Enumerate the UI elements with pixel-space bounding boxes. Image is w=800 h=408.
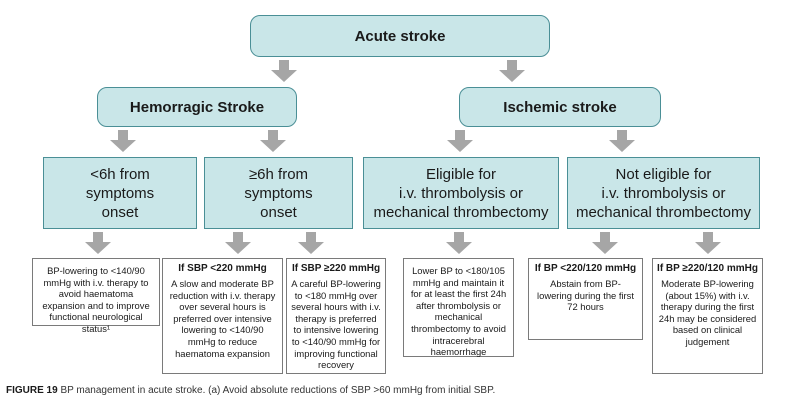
node-ge6h: ≥6h from symptoms onset: [204, 157, 353, 229]
node-not-eligible-line1: Not eligible for: [615, 165, 712, 183]
node-eligible: Eligible for i.v. thrombolysis or mechan…: [363, 157, 559, 229]
arrow-root-ischemic: [499, 60, 525, 82]
node-lt6h-line2: symptoms: [85, 184, 155, 202]
arrow-lt6-l1: [85, 232, 111, 254]
figure-number: FIGURE 19: [6, 385, 58, 396]
arrow-eligible-l4: [446, 232, 472, 254]
arrow-root-hemorrhagic: [271, 60, 297, 82]
leaf-sbp-ge220: If SBP ≥220 mmHg A careful BP-lowering t…: [286, 258, 386, 374]
leaf-sbp-ge220-head: If SBP ≥220 mmHg: [291, 263, 381, 274]
leaf-bp-ge220-120-text: Moderate BP-lowering (about 15%) with i.…: [658, 278, 757, 347]
node-not-eligible-line2: i.v. thrombolysis or: [601, 184, 726, 202]
node-ge6h-line1: ≥6h from: [248, 165, 309, 183]
node-not-eligible-line3: mechanical thrombectomy: [575, 203, 752, 221]
leaf-lt6h-recommendation: BP-lowering to <140/90 mmHg with i.v. th…: [32, 258, 160, 334]
arrow-ge6-l3: [298, 232, 324, 254]
node-eligible-line2: i.v. thrombolysis or: [399, 184, 523, 202]
arrow-ge6-l2: [225, 232, 251, 254]
leaf-bp-ge220-120-head: If BP ≥220/120 mmHg: [657, 263, 758, 274]
node-ischemic-stroke: Ischemic stroke: [459, 87, 661, 127]
node-ischemic-label: Ischemic stroke: [503, 98, 617, 116]
node-eligible-line3: mechanical thrombectomy: [373, 203, 549, 221]
node-lt6h-line3: onset: [101, 203, 139, 221]
node-acute-stroke-label: Acute stroke: [354, 27, 446, 45]
node-lt6h: <6h from symptoms onset: [43, 157, 197, 229]
leaf-sbp-lt220-text: A slow and moderate BP reduction with i.…: [169, 278, 276, 359]
node-acute-stroke: Acute stroke: [250, 15, 550, 57]
arrow-hem-ge6: [260, 130, 286, 152]
leaf-eligible-recommendation: Lower BP to <180/105 mmHg and maintain i…: [403, 258, 514, 357]
figure-caption-text: BP management in acute stroke. (a) Avoid…: [57, 385, 496, 396]
arrow-noteligible-l6: [695, 232, 721, 254]
leaf-sbp-lt220-head: If SBP <220 mmHg: [178, 263, 267, 274]
leaf-bp-lt220-120-text: Abstain from BP-lowering during the firs…: [537, 278, 634, 313]
leaf-sbp-lt220: If SBP <220 mmHg A slow and moderate BP …: [162, 258, 283, 374]
node-ge6h-line3: onset: [260, 203, 297, 221]
node-lt6h-line1: <6h from: [90, 165, 150, 183]
leaf-bp-ge220-120: If BP ≥220/120 mmHg Moderate BP-lowering…: [652, 258, 763, 374]
node-hemorrhagic-stroke: Hemorragic Stroke: [97, 87, 297, 127]
node-eligible-line1: Eligible for: [425, 165, 497, 183]
leaf-bp-lt220-120-head: If BP <220/120 mmHg: [534, 263, 637, 274]
figure-caption: FIGURE 19 BP management in acute stroke.…: [6, 385, 495, 396]
node-hemorrhagic-label: Hemorragic Stroke: [129, 98, 265, 116]
arrow-hem-lt6: [110, 130, 136, 152]
leaf-bp-lt220-120: If BP <220/120 mmHg Abstain from BP-lowe…: [528, 258, 643, 340]
arrow-isc-eligible: [447, 130, 473, 152]
leaf-lt6h-text: BP-lowering to <140/90 mmHg with i.v. th…: [42, 265, 150, 334]
node-ge6h-line2: symptoms: [244, 184, 313, 202]
leaf-sbp-ge220-text: A careful BP-lowering to <180 mmHg over …: [291, 278, 381, 371]
arrow-noteligible-l5: [592, 232, 618, 254]
arrow-isc-noteligible: [609, 130, 635, 152]
node-not-eligible: Not eligible for i.v. thrombolysis or me…: [567, 157, 760, 229]
leaf-eligible-text: Lower BP to <180/105 mmHg and maintain i…: [410, 265, 507, 358]
